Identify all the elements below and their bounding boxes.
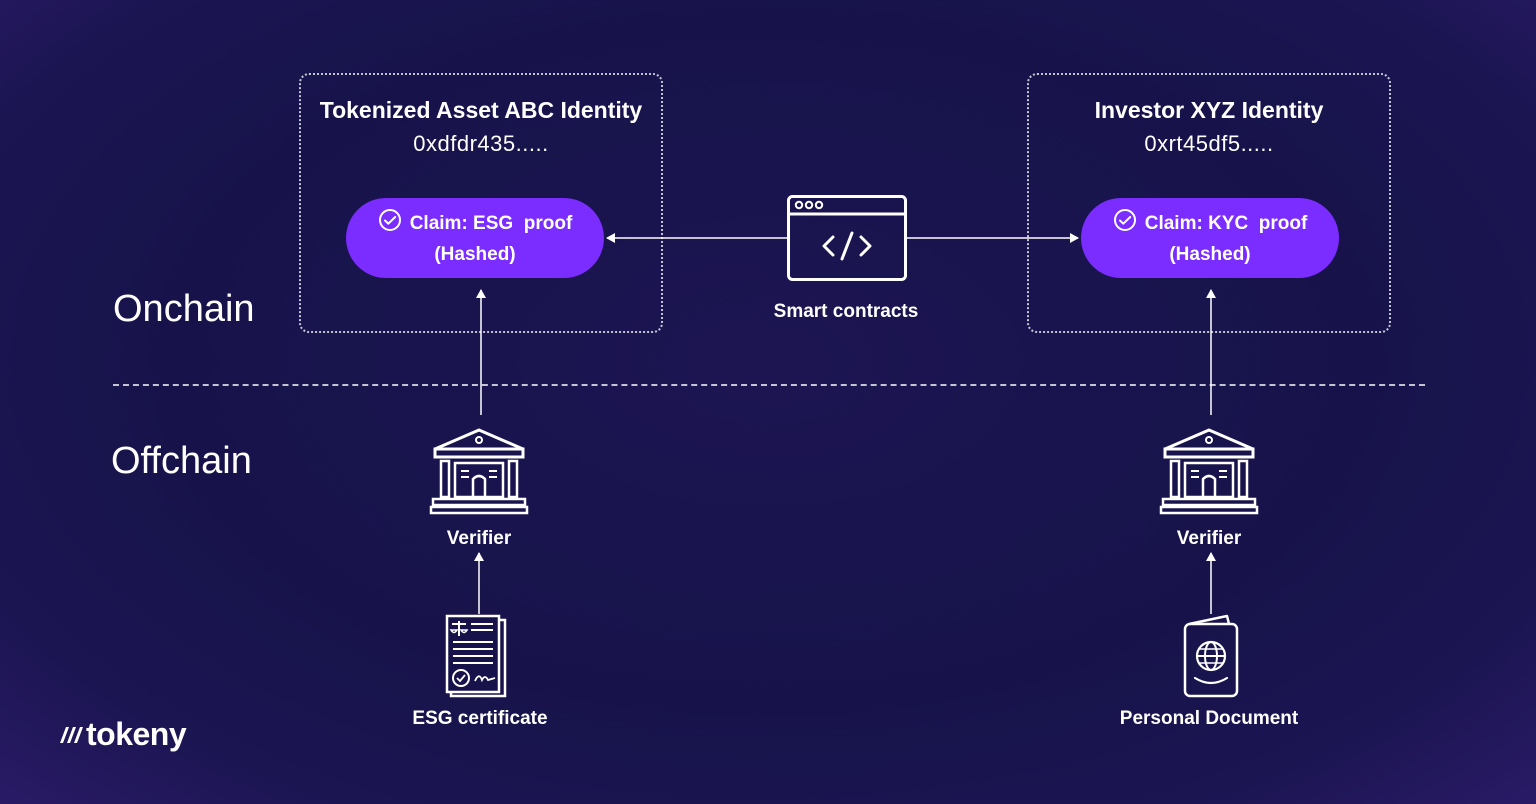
passport-icon <box>1183 614 1241 703</box>
bank-building-icon <box>1159 427 1259 520</box>
tokeny-logo: tokeny <box>58 716 187 753</box>
kyc-claim-hashed: (Hashed) <box>1169 243 1251 265</box>
esg-claim-hashed: (Hashed) <box>434 243 516 265</box>
kyc-claim-pill[interactable]: Claim: KYC proof (Hashed) <box>1081 198 1339 278</box>
left-verifier-label: Verifier <box>446 528 512 549</box>
esg-certificate-label: ESG certificate <box>412 708 548 729</box>
certificate-icon <box>445 614 513 703</box>
onchain-label: Onchain <box>113 288 255 330</box>
kyc-claim-title: Claim: KYC proof <box>1144 213 1308 234</box>
bank-building-icon <box>429 427 529 520</box>
asset-identity-title: Tokenized Asset ABC Identity <box>319 97 643 123</box>
chain-divider <box>113 384 1425 386</box>
smart-contracts-label: Smart contracts <box>773 301 919 322</box>
esg-claim-pill[interactable]: Claim: ESG proof (Hashed) <box>346 198 604 278</box>
esg-claim-title: Claim: ESG proof <box>409 213 573 234</box>
tokeny-mark-icon <box>60 726 83 743</box>
right-verifier-label: Verifier <box>1176 528 1242 549</box>
brand-name: tokeny <box>86 716 187 752</box>
asset-identity-address: 0xdfdr435..... <box>413 131 549 156</box>
investor-identity-box: Investor XYZ Identity 0xrt45df5..... <box>1027 73 1391 333</box>
investor-identity-title: Investor XYZ Identity <box>1094 97 1324 123</box>
asset-identity-box: Tokenized Asset ABC Identity 0xdfdr435..… <box>299 73 663 333</box>
check-circle-icon <box>1113 208 1137 241</box>
offchain-label: Offchain <box>111 440 252 482</box>
investor-identity-address: 0xrt45df5..... <box>1144 131 1274 156</box>
personal-document-label: Personal Document <box>1119 708 1299 729</box>
check-circle-icon <box>378 208 402 241</box>
code-window-icon <box>787 195 907 286</box>
